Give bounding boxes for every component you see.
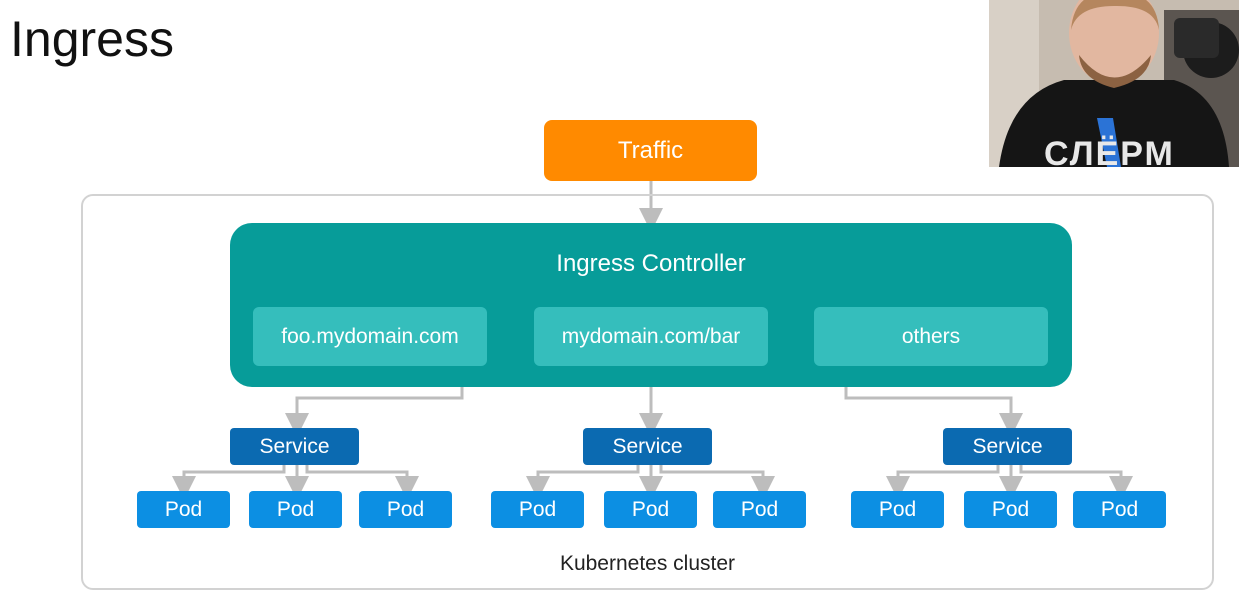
pod-node: Pod: [851, 491, 944, 528]
slide-title: Ingress: [10, 11, 174, 67]
cluster-label: Kubernetes cluster: [559, 552, 736, 575]
service-node: Service: [943, 428, 1072, 465]
pod-node: Pod: [1073, 491, 1166, 528]
ingress-controller-label: Ingress Controller: [556, 250, 746, 277]
pod-node: Pod: [604, 491, 697, 528]
rule-foo-mydomain: foo.mydomain.com: [253, 307, 487, 366]
webcam-video: СЛЁРМ: [989, 0, 1239, 167]
presenter-image: [989, 0, 1239, 167]
service-node: Service: [230, 428, 359, 465]
pod-node: Pod: [713, 491, 806, 528]
rule-mydomain-bar: mydomain.com/bar: [534, 307, 768, 366]
service-node: Service: [583, 428, 712, 465]
pod-node: Pod: [137, 491, 230, 528]
pod-node: Pod: [359, 491, 452, 528]
traffic-node: Traffic: [544, 120, 757, 181]
kubernetes-cluster-box: [81, 194, 1214, 590]
pod-node: Pod: [964, 491, 1057, 528]
rule-others: others: [814, 307, 1048, 366]
pod-node: Pod: [491, 491, 584, 528]
pod-node: Pod: [249, 491, 342, 528]
shirt-logo-text: СЛЁРМ: [1044, 135, 1175, 167]
